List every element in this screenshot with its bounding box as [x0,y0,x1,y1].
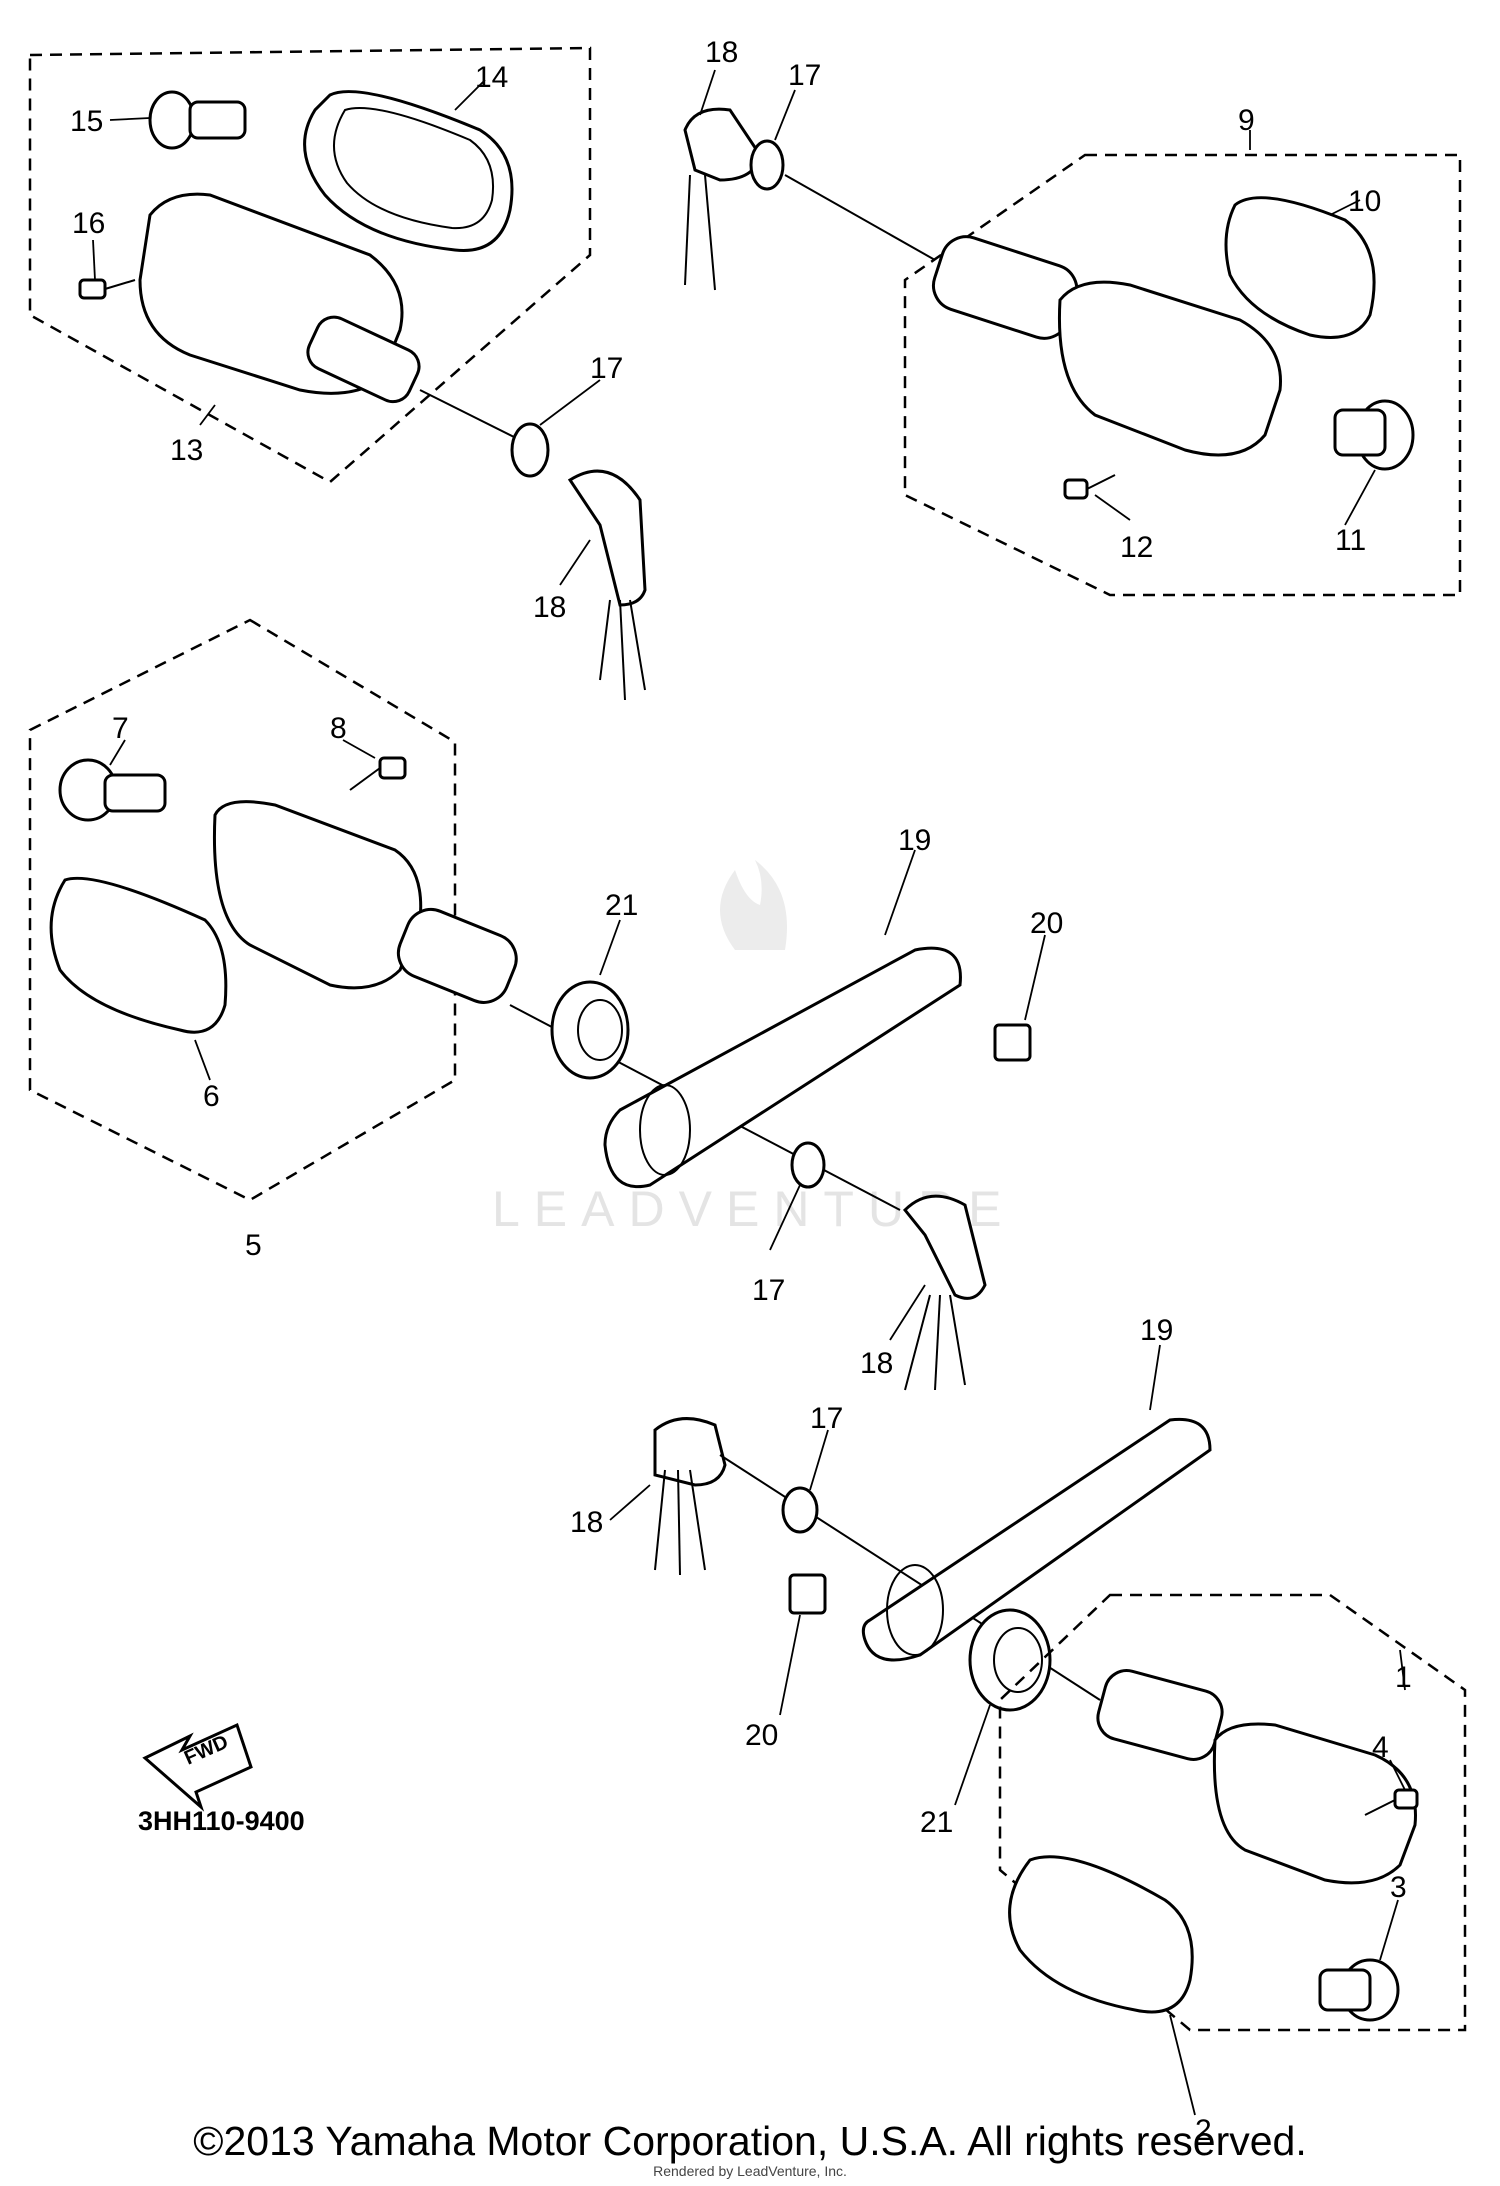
part-housing-13 [138,192,521,441]
callout-18-d: 18 [570,1506,603,1539]
callout-17-c: 17 [752,1274,785,1307]
part-lens-6 [49,876,228,1034]
part-housing-5 [212,800,518,1004]
part-harness-18-b [683,107,762,291]
callout-18-c: 18 [860,1347,893,1380]
part-screw-12 [1063,474,1116,500]
callout-17-a: 17 [590,352,623,385]
callout-16: 16 [72,207,105,240]
leader-lines [92,69,1406,2116]
callout-3: 3 [1390,1871,1407,1904]
part-screw-16 [78,278,136,300]
part-nut-20-b [788,1573,827,1615]
copyright-notice: ©2013 Yamaha Motor Corporation, U.S.A. A… [193,2118,1307,2164]
callout-10: 10 [1348,185,1381,218]
part-grommet-21-a [550,980,630,1080]
part-bulb-11 [1333,399,1415,471]
callout-12: 12 [1120,531,1153,564]
callout-11: 11 [1335,524,1366,557]
part-bulb-3 [1318,1958,1400,2022]
callout-21-b: 21 [920,1806,953,1839]
callout-17-b: 17 [788,59,821,92]
callout-15: 15 [70,105,103,138]
part-bulb-7 [58,758,167,822]
part-grommet-17-d [781,1486,819,1534]
callout-8: 8 [330,712,347,745]
callout-1: 1 [1395,1661,1412,1694]
part-lens-2 [1008,1855,1194,2014]
fwd-arrow-icon: FWD [142,1722,253,1812]
assembly-boundary-5 [28,618,457,1202]
callout-4: 4 [1372,1731,1389,1764]
diagram-code: 3HH110-9400 [138,1806,305,1836]
callout-21-a: 21 [605,889,638,922]
part-grommet-17-a [510,422,550,478]
part-lens-14 [303,90,514,252]
part-screw-4 [1364,1788,1419,1816]
rendered-by-credit: Rendered by LeadVenture, Inc. [653,2163,847,2179]
callout-19-b: 19 [1140,1314,1173,1347]
callout-9: 9 [1238,104,1255,137]
part-lens-10 [1224,196,1376,339]
callout-20-a: 20 [1030,907,1063,940]
part-bracket-19-a [603,946,962,1189]
part-harness-18-a [567,469,647,701]
part-nut-20-a [993,1023,1032,1062]
callout-2: 2 [1195,2114,1212,2147]
part-grommet-21-b [968,1608,1052,1712]
callout-5: 5 [245,1229,262,1262]
assembly-boundary-1 [998,1593,1467,2032]
assembly-boundary-9 [903,153,1462,597]
callout-7: 7 [112,712,129,745]
callout-20-b: 20 [745,1719,778,1752]
callout-18-a: 18 [533,591,566,624]
part-bracket-19-b [861,1417,1212,1662]
callout-13: 13 [170,434,203,467]
part-housing-1 [1096,1669,1417,1885]
part-screw-8 [349,756,407,791]
part-grommet-17-b [749,139,936,261]
part-bulb-15 [148,90,247,150]
part-harness-18-c [902,1194,987,1391]
callout-18-b: 18 [705,36,738,69]
callout-6: 6 [203,1080,220,1113]
part-grommet-17-c [790,1141,826,1189]
callout-17-d: 17 [810,1402,843,1435]
callout-19-a: 19 [898,824,931,857]
callout-14: 14 [475,61,508,94]
part-housing-9 [931,235,1282,457]
assembly-boundary-13 [28,46,592,484]
